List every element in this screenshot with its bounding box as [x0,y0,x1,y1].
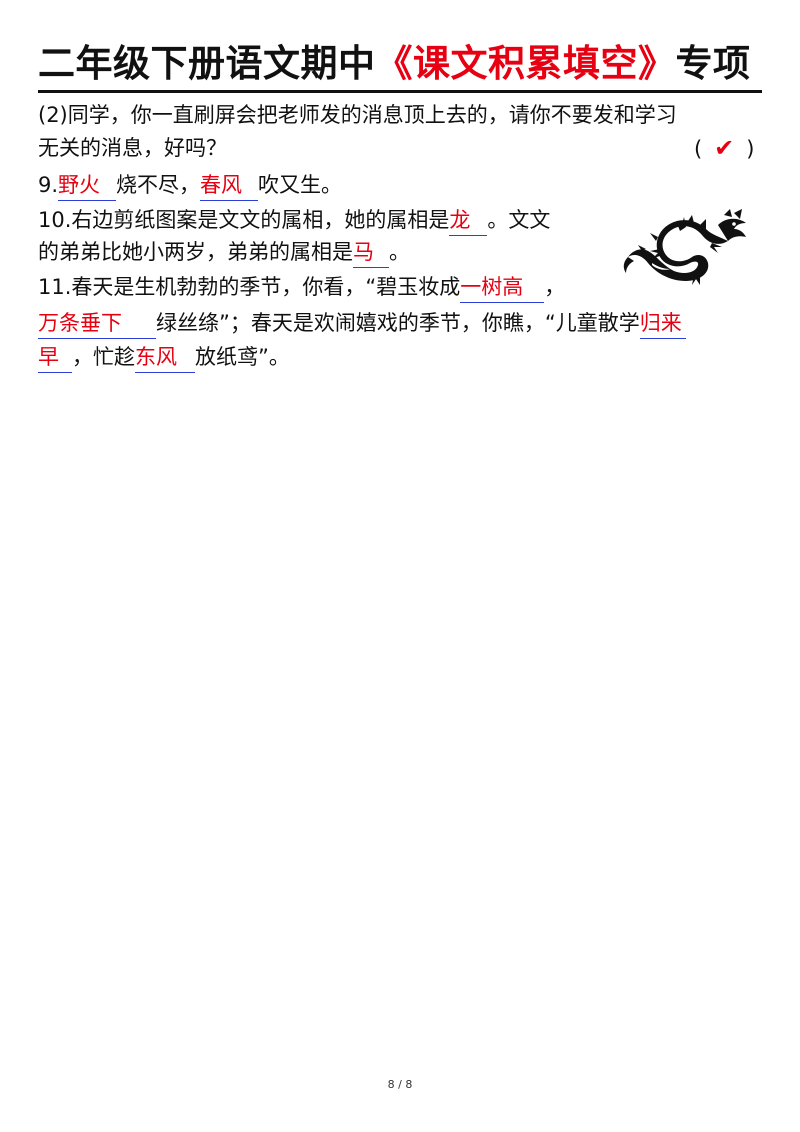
q11-answer-3b: 早 [38,342,72,373]
q9-text-1: 烧不尽， [116,173,201,197]
q10-text-1b: 。文文 [487,208,551,232]
q10-text-2b: 。 [389,240,410,264]
page-title: 二年级下册语文期中《课文积累填空》专项 [38,40,760,88]
q11-answer-2: 万条垂下 [38,308,156,339]
q11-line3: 早，忙趁东风放纸鸢”。 [38,342,290,373]
title-underline [38,90,762,93]
q11-text-3b: 放纸鸢”。 [195,345,290,369]
q9-answer-2: 春风 [200,170,259,201]
q10-line1: 10.右边剪纸图案是文文的属相，她的属相是龙。文文 [38,205,550,236]
q2-line1: (2)同学，你一直刷屏会把老师发的消息顶上去的，请你不要发和学习 [38,103,677,127]
title-highlight: 《课文积累填空》 [375,42,676,85]
title-prefix: 二年级下册语文期中 [38,42,376,85]
q11-answer-3a: 归来 [639,308,686,339]
q9-answer-1: 野火 [58,170,117,201]
q10-answer-2: 马 [353,237,389,268]
q11-text-2a: 绿丝绦”；春天是欢闹嬉戏的季节，你瞧，“儿童散学 [156,311,640,335]
dragon-papercut-icon [623,209,746,285]
q11-text-1a: 11.春天是生机勃勃的季节，你看，“碧玉妆成 [38,275,461,299]
q11-answer-4: 东风 [135,342,195,373]
q11-text-3a: ，忙趁 [72,345,135,369]
paren-close: ) [746,137,755,161]
q11-line2: 万条垂下绿丝绦”；春天是欢闹嬉戏的季节，你瞧，“儿童散学归来 [38,308,686,339]
q11-text-1b: ， [544,275,566,299]
q10-text-1a: 10.右边剪纸图案是文文的属相，她的属相是 [38,208,450,232]
title-suffix: 专项 [675,42,751,85]
q11-answer-1: 一树高 [460,272,545,303]
q9-line: 9.野火烧不尽，春风吹又生。 [38,170,342,201]
q2-answer-paren: ( ✔) [694,133,754,164]
q2-line2: 无关的消息，好吗？ [38,136,227,160]
q9-text-2: 吹又生。 [258,173,343,197]
q11-line1: 11.春天是生机勃勃的季节，你看，“碧玉妆成一树高， [38,272,565,303]
paren-open: ( [694,137,703,161]
q10-line2: 的弟弟比她小两岁，弟弟的属相是马。 [38,237,410,268]
check-mark-icon: ✔ [714,134,735,162]
q9-number: 9. [38,173,59,197]
q10-text-2a: 的弟弟比她小两岁，弟弟的属相是 [38,240,353,264]
page-number: 8 / 8 [387,1078,413,1091]
q10-answer-1: 龙 [449,205,488,236]
